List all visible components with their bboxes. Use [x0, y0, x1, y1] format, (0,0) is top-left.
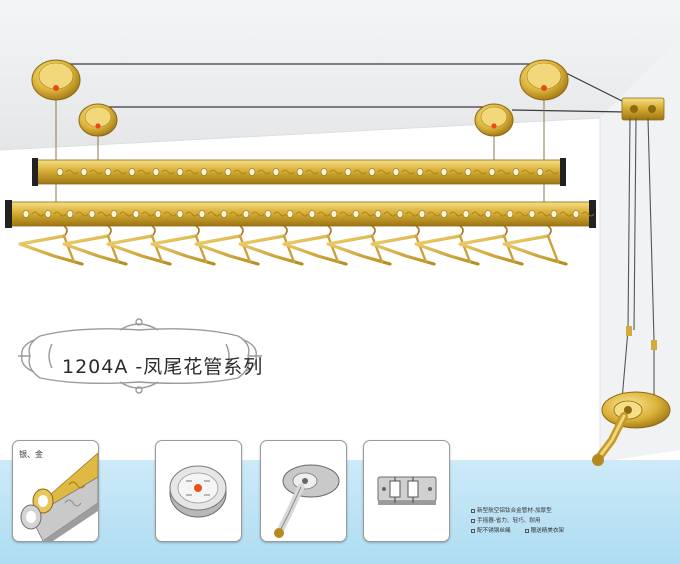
hangers	[18, 225, 568, 266]
bullet-icon	[471, 509, 475, 513]
feature-row: 手摇器-省力、轻巧、耐用	[471, 516, 676, 526]
title-ornament-frame	[18, 318, 262, 394]
ceiling-pulley	[31, 59, 81, 101]
crank-ropes	[621, 117, 655, 402]
hanger	[194, 225, 260, 266]
bullet-icon	[524, 529, 529, 533]
tube-profile-icon	[20, 452, 98, 541]
feature-row: 配不锈钢丝绳 赠送精美衣架	[471, 526, 676, 536]
hanger	[18, 225, 84, 266]
feature-row: 新型航空铝钛合金管材-加厚型	[471, 506, 676, 516]
lower-rod	[5, 200, 596, 228]
feature-item: 手摇器-省力、轻巧、耐用	[471, 516, 541, 526]
ceiling-pulley	[78, 103, 118, 137]
feature-item: 赠送精美衣架	[524, 526, 565, 536]
upper-rod	[32, 158, 566, 186]
rope-clip	[651, 340, 657, 350]
pulley-wheel-thumbnail	[155, 440, 242, 542]
ceiling-pulley	[474, 103, 514, 137]
hanger	[370, 225, 436, 266]
ceiling-pulley	[519, 59, 569, 101]
hanger	[282, 225, 348, 266]
hanger	[502, 225, 568, 266]
feature-item: 配不锈钢丝绳	[471, 526, 511, 536]
feature-text: 赠送精美衣架	[530, 528, 565, 534]
feature-text: 手摇器-省力、轻巧、耐用	[477, 518, 541, 524]
feature-text: 新型航空铝钛合金管材-加厚型	[477, 508, 552, 514]
hand-crank-thumbnail	[260, 440, 347, 542]
feature-item: 新型航空铝钛合金管材-加厚型	[471, 506, 552, 516]
hand-crank-icon	[274, 464, 340, 538]
wall-pulley-bracket	[621, 97, 665, 121]
wall-bracket-thumbnail	[363, 440, 450, 542]
hanger	[458, 225, 524, 266]
pulley-wheel-icon	[169, 465, 227, 518]
side-wall	[600, 38, 680, 462]
hanger	[414, 225, 480, 266]
hanger	[150, 225, 216, 266]
hanger	[62, 225, 128, 266]
hanger	[238, 225, 304, 266]
ceiling-ropes	[56, 63, 629, 113]
bullet-icon	[471, 519, 475, 523]
tube-profile-thumbnail: 银、金	[12, 440, 99, 542]
color-options-label: 银、金	[19, 450, 43, 459]
wall-bracket-icon	[377, 476, 437, 505]
hanger	[326, 225, 392, 266]
hand-crank	[592, 391, 671, 466]
bullet-icon	[471, 529, 475, 533]
rope-clip	[626, 326, 632, 336]
series-title: 1204A -凤尾花管系列	[62, 356, 264, 378]
hanger	[106, 225, 172, 266]
vertical-ropes	[55, 90, 545, 206]
feature-list: 新型航空铝钛合金管材-加厚型 手摇器-省力、轻巧、耐用 配不锈钢丝绳 赠送精美衣…	[471, 506, 676, 536]
feature-text: 配不锈钢丝绳	[477, 528, 511, 534]
